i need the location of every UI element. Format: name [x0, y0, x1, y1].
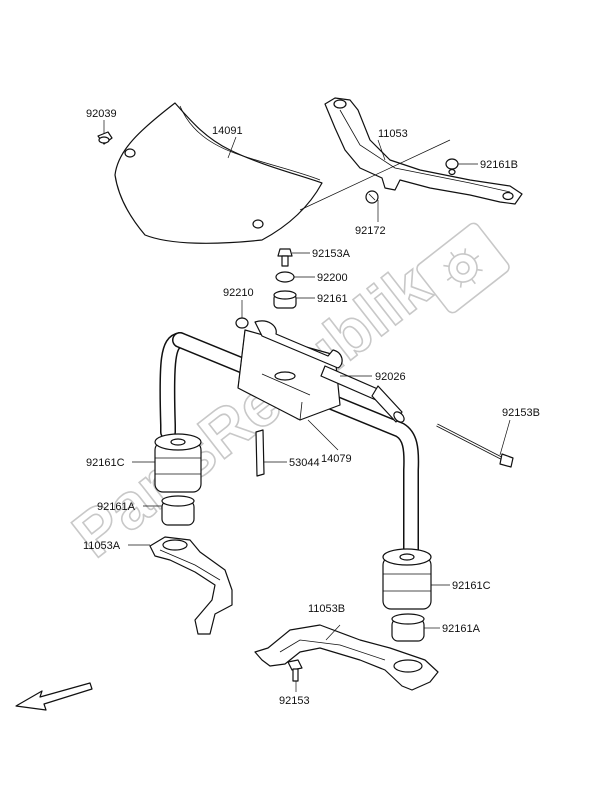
label-92153: 92153	[279, 695, 310, 707]
clip-92039	[97, 131, 113, 145]
bracket-11053A	[149, 536, 233, 635]
grommet-92161A-left	[161, 495, 195, 526]
direction-arrow-icon	[15, 682, 93, 711]
mount-bracket	[237, 320, 343, 421]
label-92026: 92026	[375, 371, 406, 383]
label-11053: 11053	[378, 128, 408, 140]
label-53044: 53044	[289, 457, 320, 469]
damper-92161C-right	[382, 548, 432, 610]
label-92161: 92161	[317, 293, 348, 305]
damper-92161C-left	[154, 433, 202, 493]
leader-lines	[103, 120, 511, 692]
label-92161C-right: 92161C	[452, 580, 491, 592]
collar-92026	[320, 365, 405, 423]
grommet-92161B	[445, 158, 459, 170]
bolt-92172	[365, 190, 379, 204]
label-92200: 92200	[317, 272, 348, 284]
label-92153B: 92153B	[502, 407, 540, 419]
label-14079: 14079	[321, 453, 352, 465]
bracket-11053	[324, 97, 523, 205]
pin-53044	[255, 429, 265, 477]
label-14091: 14091	[212, 125, 243, 137]
washer-92200	[275, 271, 295, 283]
side-cover-14091	[114, 102, 323, 244]
part-labels: 92039 14091 11053 92161B 92172 92153A 92…	[83, 108, 540, 707]
label-11053A: 11053A	[83, 540, 121, 552]
grommet-92161	[273, 290, 297, 309]
label-92161A-left: 92161A	[97, 501, 136, 513]
grommet-92161A-right	[391, 613, 425, 642]
label-92161C-left: 92161C	[86, 457, 125, 469]
bolt-92153B	[436, 423, 514, 468]
gear-icon	[416, 222, 510, 314]
label-92210: 92210	[223, 287, 254, 299]
label-11053B: 11053B	[308, 603, 345, 615]
bracket-11053B	[254, 624, 439, 691]
bolt-92153A	[277, 248, 293, 267]
label-92161A-right: 92161A	[442, 623, 481, 635]
bar-14079	[159, 332, 420, 568]
label-92172: 92172	[355, 225, 386, 237]
label-92039: 92039	[86, 108, 117, 120]
collar-92210	[235, 317, 249, 329]
label-92161B: 92161B	[480, 159, 518, 171]
label-92153A: 92153A	[312, 248, 351, 260]
bolt-92153	[287, 659, 303, 682]
